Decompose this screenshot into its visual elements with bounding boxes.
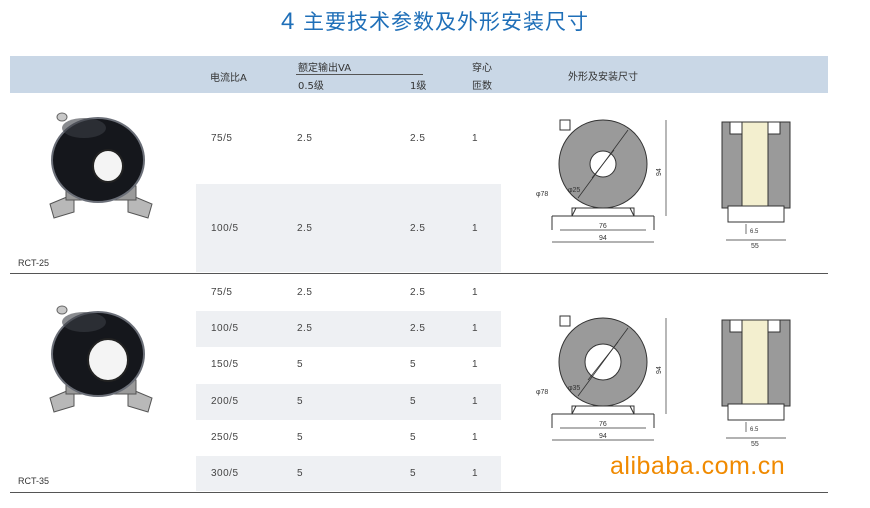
cell-ratio: 300/5 (211, 468, 239, 479)
product-photo-rct25 (49, 112, 153, 219)
cell-ratio: 250/5 (211, 432, 239, 443)
cell-ratio: 150/5 (211, 359, 239, 370)
row-shade (196, 456, 501, 491)
cell-turns: 1 (472, 133, 479, 144)
page-title: 4 主要技术参数及外形安装尺寸 (0, 6, 870, 36)
label-base-inner: 76 (599, 223, 607, 230)
header-rated-output: 额定输出VA (298, 63, 352, 74)
cell-class-05: 2.5 (297, 133, 313, 144)
section-number: 4 (280, 8, 296, 35)
label-inner-dia: φ25 (568, 187, 580, 194)
label-inner-dia: φ35 (568, 385, 580, 392)
header-turns-line2: 匝数 (472, 81, 492, 92)
cell-class-1: 5 (410, 396, 417, 407)
cell-class-05: 5 (297, 468, 304, 479)
cell-class-1: 5 (410, 432, 417, 443)
cell-class-05: 2.5 (297, 223, 313, 234)
row-shade (196, 184, 501, 272)
label-side-slot: 6.5 (750, 229, 759, 235)
label-height: 94 (656, 168, 663, 176)
label-side-width: 55 (751, 243, 759, 250)
row-shade (196, 311, 501, 347)
header-ratio: 电流比A (210, 73, 247, 84)
cell-ratio: 75/5 (211, 287, 233, 298)
cell-class-1: 2.5 (410, 223, 426, 234)
group-divider (10, 273, 828, 274)
cell-ratio: 75/5 (211, 133, 233, 144)
cell-class-05: 5 (297, 396, 304, 407)
model-label: RCT-35 (18, 476, 50, 486)
header-divider (296, 74, 423, 75)
cell-ratio: 200/5 (211, 396, 239, 407)
label-height: 94 (656, 366, 663, 374)
header-dimensions: 外形及安装尺寸 (568, 72, 638, 83)
cell-class-1: 2.5 (410, 133, 426, 144)
label-outer-dia: φ78 (536, 389, 548, 396)
cell-turns: 1 (472, 359, 479, 370)
cell-turns: 1 (472, 287, 479, 298)
cell-class-1: 2.5 (410, 287, 426, 298)
row-shade (196, 384, 501, 420)
cell-class-05: 2.5 (297, 287, 313, 298)
group-divider (10, 492, 828, 493)
label-side-slot: 6.5 (750, 427, 759, 433)
side-view-drawing-rct25: 6.5 55 (721, 121, 791, 250)
label-base-outer: 94 (599, 235, 607, 242)
label-outer-dia: φ78 (536, 191, 548, 198)
cell-class-05: 5 (297, 432, 304, 443)
cell-ratio: 100/5 (211, 323, 239, 334)
cell-class-05: 2.5 (297, 323, 313, 334)
header-class-05: 0.5级 (298, 81, 324, 92)
label-base-inner: 76 (599, 421, 607, 428)
cell-turns: 1 (472, 432, 479, 443)
label-side-width: 55 (751, 441, 759, 448)
cell-class-1: 5 (410, 468, 417, 479)
front-view-drawing-rct25: φ78 φ25 94 76 94 (536, 119, 667, 243)
cell-turns: 1 (472, 468, 479, 479)
cell-ratio: 100/5 (211, 223, 239, 234)
cell-turns: 1 (472, 223, 479, 234)
header-class-1: 1级 (410, 81, 427, 92)
product-photo-rct35 (49, 305, 153, 413)
cell-class-1: 2.5 (410, 323, 426, 334)
side-view-drawing-rct35: 6.5 55 (721, 319, 791, 448)
cell-turns: 1 (472, 323, 479, 334)
label-base-outer: 94 (599, 433, 607, 440)
section-title: 主要技术参数及外形安装尺寸 (303, 10, 590, 34)
model-label: RCT-25 (18, 258, 50, 268)
front-view-drawing-rct35: φ78 φ35 94 76 94 (536, 315, 667, 441)
cell-class-1: 5 (410, 359, 417, 370)
header-turns-line1: 穿心 (472, 63, 492, 74)
watermark: alibaba.com.cn (610, 452, 786, 480)
cell-turns: 1 (472, 396, 479, 407)
cell-class-05: 5 (297, 359, 304, 370)
